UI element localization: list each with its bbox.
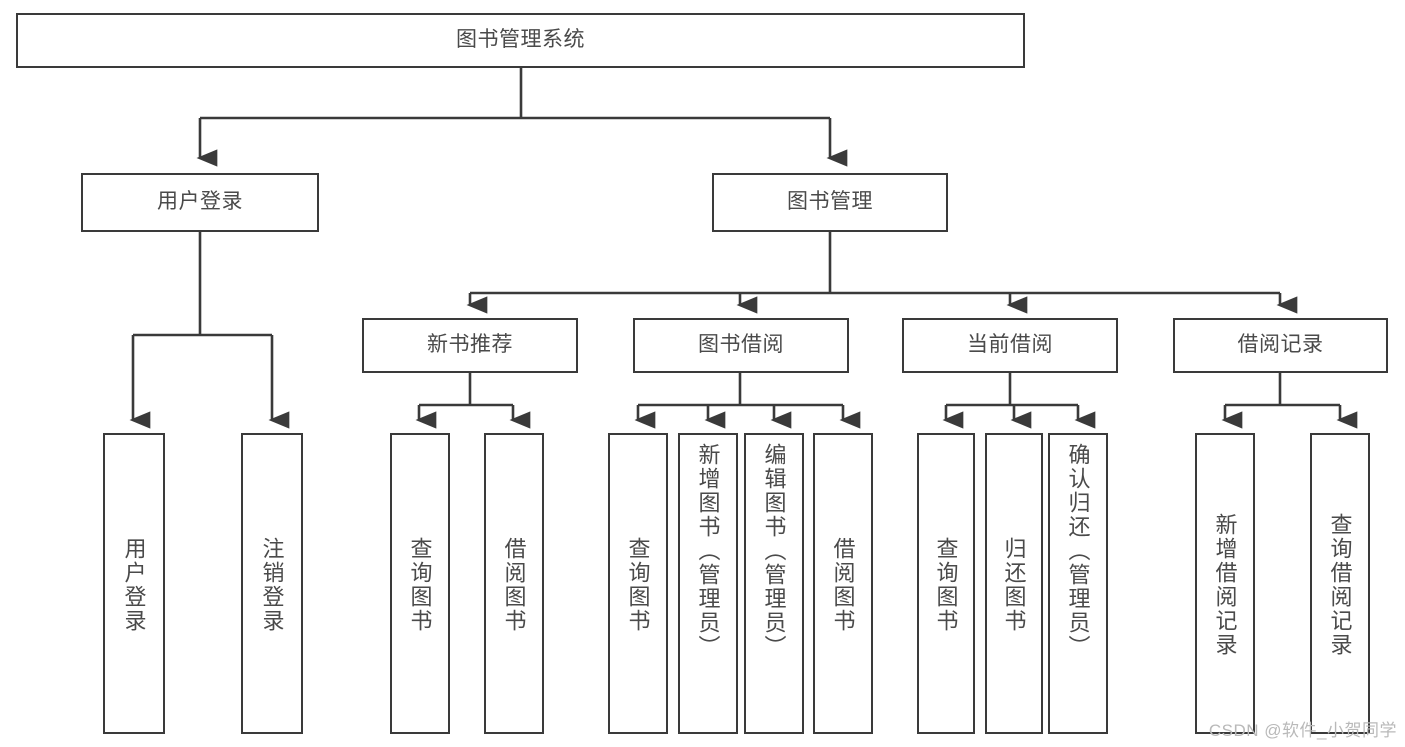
leaf-query-book-recommend[interactable]: 查询图书 (390, 433, 450, 734)
node-borrow-record[interactable]: 借阅记录 (1173, 318, 1388, 373)
leaf-edit-book-admin[interactable]: 编辑图书（管理员） (744, 433, 804, 734)
node-new-book-recommend[interactable]: 新书推荐 (362, 318, 578, 373)
leaf-borrow-book-recommend-inner: 借阅图书 (486, 435, 542, 732)
leaf-add-book-admin-label: 新增图书（管理员） (695, 443, 721, 659)
node-root-system-label: 图书管理系统 (456, 28, 585, 52)
leaf-query-book-recommend-label: 查询图书 (407, 536, 433, 633)
leaf-query-book-borrow-inner: 查询图书 (610, 435, 666, 732)
leaf-edit-book-admin-inner: 编辑图书（管理员） (746, 435, 802, 732)
leaf-query-book-current-label: 查询图书 (933, 536, 959, 633)
node-user-login-label: 用户登录 (157, 190, 243, 214)
node-user-login[interactable]: 用户登录 (81, 173, 319, 232)
leaf-return-book-label: 归还图书 (1001, 536, 1027, 633)
leaf-query-borrow-record-inner: 查询借阅记录 (1312, 435, 1368, 732)
leaf-add-borrow-record-inner: 新增借阅记录 (1197, 435, 1253, 732)
leaf-add-borrow-record-label: 新增借阅记录 (1212, 512, 1238, 657)
leaf-query-book-borrow-label: 查询图书 (625, 536, 651, 633)
leaf-edit-book-admin-label: 编辑图书（管理员） (761, 443, 787, 659)
node-borrow-record-label: 借阅记录 (1237, 333, 1324, 357)
leaf-borrow-book-inner: 借阅图书 (815, 435, 871, 732)
leaf-confirm-return-admin-label: 确认归还（管理员） (1065, 443, 1091, 659)
node-book-borrow-label: 图书借阅 (698, 333, 784, 357)
leaf-query-borrow-record[interactable]: 查询借阅记录 (1310, 433, 1370, 734)
leaf-query-book-recommend-inner: 查询图书 (392, 435, 448, 732)
leaf-query-book-current-inner: 查询图书 (919, 435, 973, 732)
node-new-book-recommend-label: 新书推荐 (427, 333, 513, 357)
leaf-borrow-book[interactable]: 借阅图书 (813, 433, 873, 734)
node-root-system[interactable]: 图书管理系统 (16, 13, 1025, 68)
node-book-borrow[interactable]: 图书借阅 (633, 318, 849, 373)
node-current-borrow-label: 当前借阅 (967, 333, 1053, 357)
leaf-confirm-return-admin[interactable]: 确认归还（管理员） (1048, 433, 1108, 734)
leaf-borrow-book-label: 借阅图书 (830, 536, 856, 633)
leaf-borrow-book-recommend[interactable]: 借阅图书 (484, 433, 544, 734)
leaf-return-book-inner: 归还图书 (987, 435, 1041, 732)
node-book-management[interactable]: 图书管理 (712, 173, 948, 232)
leaf-add-borrow-record[interactable]: 新增借阅记录 (1195, 433, 1255, 734)
leaf-query-book-borrow[interactable]: 查询图书 (608, 433, 668, 734)
leaf-add-book-admin[interactable]: 新增图书（管理员） (678, 433, 738, 734)
leaf-query-book-current[interactable]: 查询图书 (917, 433, 975, 734)
leaf-confirm-return-admin-inner: 确认归还（管理员） (1050, 435, 1106, 732)
leaf-user-login-inner: 用户登录 (105, 435, 163, 732)
leaf-user-login-label: 用户登录 (121, 536, 147, 633)
leaf-logout[interactable]: 注销登录 (241, 433, 303, 734)
leaf-return-book[interactable]: 归还图书 (985, 433, 1043, 734)
leaf-query-borrow-record-label: 查询借阅记录 (1327, 512, 1353, 657)
node-book-management-label: 图书管理 (787, 190, 873, 214)
node-current-borrow[interactable]: 当前借阅 (902, 318, 1118, 373)
leaf-add-book-admin-inner: 新增图书（管理员） (680, 435, 736, 732)
leaf-logout-inner: 注销登录 (243, 435, 301, 732)
leaf-user-login[interactable]: 用户登录 (103, 433, 165, 734)
leaf-logout-label: 注销登录 (259, 536, 285, 633)
leaf-borrow-book-recommend-label: 借阅图书 (501, 536, 527, 633)
